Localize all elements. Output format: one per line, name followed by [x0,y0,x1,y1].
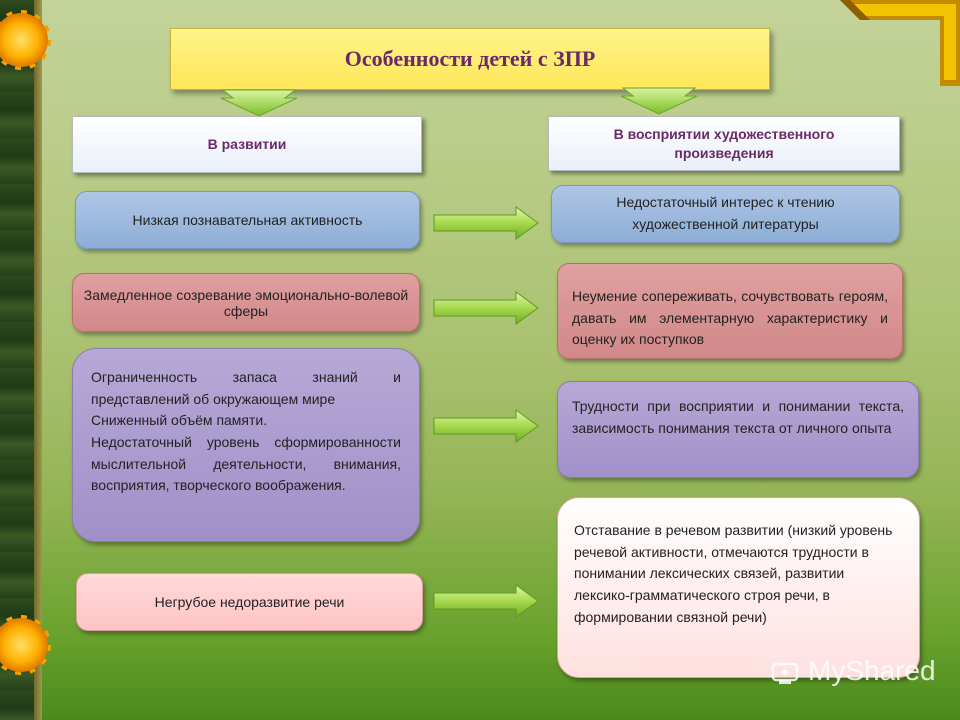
right-item-speech-development: Отставание в речевом развитии (низкий ур… [557,497,920,678]
right-arrow-icon [433,291,539,325]
empathy-text: Неумение сопереживать, сочувствовать гер… [572,288,888,348]
left-item-cognitive-activity: Низкая познавательная активность [75,191,420,249]
corner-ornament-icon [840,0,960,86]
right-item-reading-interest: Недостаточный интерес к чтению художеств… [551,185,900,243]
right-arrow-icon [433,206,539,240]
left-item-speech-underdevelopment: Негрубое недоразвитие речи [76,573,423,631]
right-arrow-icon [433,409,539,443]
right-item-empathy: Неумение сопереживать, сочувствовать гер… [557,263,903,359]
right-item-text-understanding: Трудности при восприятии и понимании тек… [557,381,919,478]
page-title: Особенности детей с ЗПР [170,28,770,90]
down-arrow-icon [620,87,698,115]
decorative-border [0,0,42,720]
left-column-header: В развитии [72,116,422,173]
speech-development-text: Отставание в речевом развитии (низкий ур… [574,522,893,625]
right-arrow-icon [433,584,539,618]
watermark-logo-icon [771,662,799,684]
left-item-knowledge-memory-thinking: Ограниченность запаса знаний и представл… [72,348,420,542]
text-understanding-text: Трудности при восприятии и понимании тек… [572,398,904,436]
left-item-emotional-maturation: Замедленное созревание эмоционально-воле… [72,273,420,332]
right-column-header: В восприятии художественного произведени… [548,116,900,171]
watermark-text: MyShared [808,655,936,686]
reduced-memory-text: Сниженный объём памяти. [91,412,268,429]
limited-knowledge-text: Ограниченность запаса знаний и представл… [91,369,401,407]
sun-ornament-icon [0,13,48,67]
down-arrow-icon [220,89,298,117]
sun-ornament-icon [0,618,48,672]
thinking-level-text: Недостаточный уровень сформированности м… [91,434,401,494]
